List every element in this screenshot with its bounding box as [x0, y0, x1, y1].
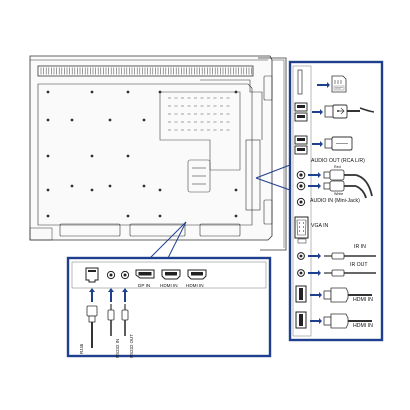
side-hdmi-in-label-2: HDMI IN	[353, 323, 373, 329]
sd-card-slot	[297, 69, 347, 95]
bottom-hdmi-in-label-1: HDMI IN	[160, 283, 178, 288]
usb-cable-icon	[324, 104, 375, 119]
side-hdmi-ports	[295, 285, 372, 329]
rca-plug-icon	[323, 169, 373, 199]
rs232-in-label: RS232 IN	[115, 338, 120, 358]
dp-in-label: DP IN	[138, 283, 151, 288]
rj45-port	[85, 267, 99, 348]
vga-in-label: VGA IN	[311, 223, 329, 229]
ir-in-label: IR IN	[354, 244, 366, 250]
rs232-out-label: RS232 OUT	[129, 334, 134, 358]
inner-vent-slots	[168, 97, 230, 131]
callout-lines	[149, 164, 291, 259]
side-hdmi-in-label-1: HDMI IN	[353, 297, 373, 303]
red-label: Red	[334, 165, 341, 169]
vga-in-port	[294, 216, 309, 244]
usb-port-icon	[294, 102, 308, 122]
audio-in-label: AUDIO IN (Mini-Jack)	[310, 198, 360, 204]
white-label: White	[334, 192, 344, 196]
bottom-hdmi-ports	[161, 269, 207, 280]
audio-out-rca	[296, 169, 373, 199]
rs232-ports	[106, 270, 130, 336]
usb-drive-icon	[324, 136, 353, 151]
monitor-back	[29, 55, 287, 251]
hdmi-cable-icon	[323, 287, 372, 329]
bottom-hdmi-in-label-2: HDMI IN	[186, 283, 204, 288]
audio-out-label: AUDIO OUT (RCA L/R)	[311, 158, 365, 164]
ir-out-label: IR OUT	[350, 262, 368, 268]
dp-in-port	[135, 269, 155, 279]
usb-ports	[294, 102, 375, 122]
rj45-cable-icon	[86, 305, 98, 348]
usb-drive-slot	[294, 135, 353, 155]
sd-card-icon	[331, 75, 347, 93]
ir-ports	[297, 252, 376, 277]
mini-jack-icon	[324, 252, 376, 277]
inner-plate	[159, 91, 241, 193]
vent-slots	[40, 67, 252, 75]
rj45-label: RJ45	[79, 343, 84, 354]
mounting-screws	[46, 90, 238, 218]
audio-in-minijack	[296, 197, 306, 207]
